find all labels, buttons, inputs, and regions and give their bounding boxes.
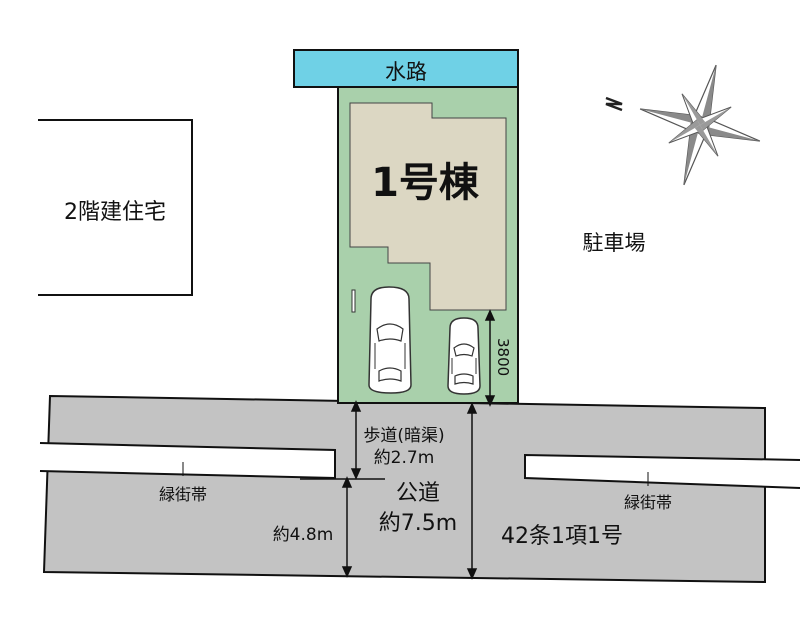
sidewalk-dimension-arrow [350,400,362,480]
green-belt-left-label: 緑街帯 [159,485,207,504]
public-road [42,394,766,584]
green-belt-left [39,442,336,480]
car-icon [368,286,412,394]
parking-dimension-arrow [484,309,496,407]
road-width-label: 約4.8m [273,525,334,545]
compass-rose-icon [639,64,761,186]
compass-north-mark [605,96,623,112]
neighbor-house-label: 2階建住宅 [64,200,166,225]
green-belt-right-label: 緑街帯 [624,493,672,512]
road-width-arrow [341,476,353,578]
car-icon [447,317,481,395]
public-road-width-label: 約7.5m [379,511,457,536]
building-label: 1号棟 [371,160,480,206]
sidewalk-width-label: 約2.7m [374,448,435,468]
green-belt-right [524,453,800,489]
public-road-width-arrow [466,402,478,580]
sidewalk-label: 歩道(暗渠) [363,426,444,446]
parking-lot-label: 駐車場 [583,231,646,255]
building-footprint [349,102,507,311]
road-classification-label: 42条1項1号 [501,524,623,549]
neighbor-house [38,119,193,296]
public-road-label: 公道 [396,481,440,506]
lot-marker [351,289,356,313]
parking-depth-label: 3800 [494,338,512,376]
waterway-label: 水路 [385,60,427,84]
